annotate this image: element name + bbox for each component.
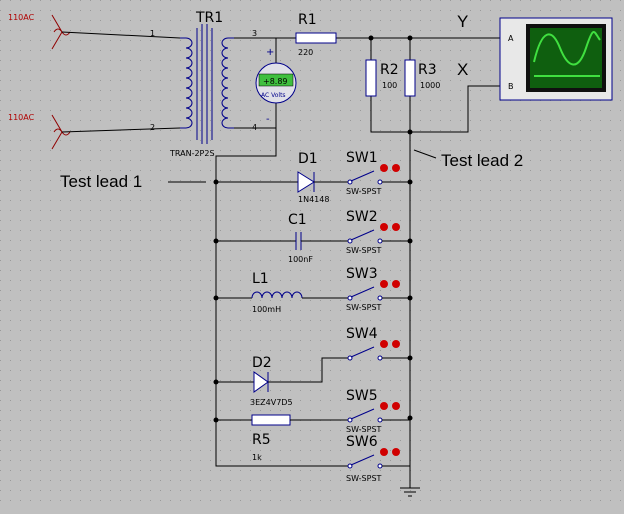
ac-voltmeter: +8.89 AC Volts + - [255,47,297,125]
svg-text:2: 2 [150,123,155,132]
svg-text:100nF: 100nF [288,255,313,264]
svg-text:Test lead 2: Test lead 2 [441,151,523,170]
ac-source-top: 110AC [8,13,181,50]
switch-sw5[interactable]: SW5 SW-SPST [346,388,410,434]
svg-text:SW1: SW1 [346,150,378,166]
resistor-r5-branch: R5 1k [216,414,348,462]
svg-text:R1: R1 [298,12,317,28]
svg-text:A: A [508,34,514,43]
svg-text:1k: 1k [252,453,262,462]
svg-text:100mH: 100mH [252,305,281,314]
svg-text:SW-SPST: SW-SPST [346,425,382,434]
svg-text:110AC: 110AC [8,113,35,122]
test-lead-1: Test lead 1 [60,172,206,191]
resistor-r2: R2 100 [365,59,399,97]
svg-text:C1: C1 [288,212,307,228]
direct-branch [215,440,348,467]
svg-text:D1: D1 [298,151,318,167]
svg-text:D2: D2 [252,355,272,371]
y-label: Y [457,12,468,31]
svg-text:110AC: 110AC [8,13,35,22]
diode-d1-branch: D1 1N4148 [216,151,348,204]
svg-text:3EZ4V7D5: 3EZ4V7D5 [250,398,293,407]
svg-text:+: + [266,47,274,58]
svg-text:SW5: SW5 [346,388,378,404]
switch-sw6[interactable]: SW6 SW-SPST [346,434,410,483]
switch-sw4[interactable]: SW4 [346,326,410,361]
meter-unit: AC Volts [261,92,286,99]
svg-text:SW-SPST: SW-SPST [346,246,382,255]
svg-text:TR1: TR1 [195,10,223,26]
switch-sw1[interactable]: SW1 SW-SPST [346,150,410,196]
svg-text:TRAN-2P2S: TRAN-2P2S [169,149,215,158]
zener-d2-branch: D2 3EZ4V7D5 [216,355,348,407]
svg-text:Test lead 1: Test lead 1 [60,172,142,191]
svg-text:SW-SPST: SW-SPST [346,303,382,312]
svg-text:SW2: SW2 [346,209,378,225]
ac-source-bottom: 110AC [8,113,181,150]
svg-text:R2: R2 [380,62,399,78]
test-lead-2: Test lead 2 [413,149,523,170]
inductor-l1-branch: L1 100mH [216,271,348,314]
svg-text:L1: L1 [252,271,269,287]
oscilloscope: A B [499,17,613,101]
meter-reading: +8.89 [263,77,288,86]
svg-text:B: B [508,82,514,91]
svg-text:100: 100 [382,81,397,90]
scope-sine-trace [533,31,601,66]
svg-text:R5: R5 [252,432,271,448]
svg-text:1000: 1000 [420,81,440,90]
svg-text:SW4: SW4 [346,326,378,342]
svg-text:3: 3 [252,29,257,38]
x-label: X [457,60,468,79]
svg-text:-: - [266,114,270,125]
svg-text:SW-SPST: SW-SPST [346,187,382,196]
svg-text:SW-SPST: SW-SPST [346,474,382,483]
svg-text:1N4148: 1N4148 [298,195,329,204]
switch-sw3[interactable]: SW3 SW-SPST [346,266,410,312]
svg-text:SW3: SW3 [346,266,378,282]
svg-text:SW6: SW6 [346,434,378,450]
capacitor-c1-branch: C1 100nF [216,212,348,264]
switch-sw2[interactable]: SW2 SW-SPST [346,209,410,255]
svg-text:220: 220 [298,48,313,57]
svg-text:1: 1 [150,29,155,38]
resistor-r1: R1 220 [295,12,337,57]
svg-text:R3: R3 [418,62,437,78]
resistor-r3: R3 1000 [404,59,440,97]
